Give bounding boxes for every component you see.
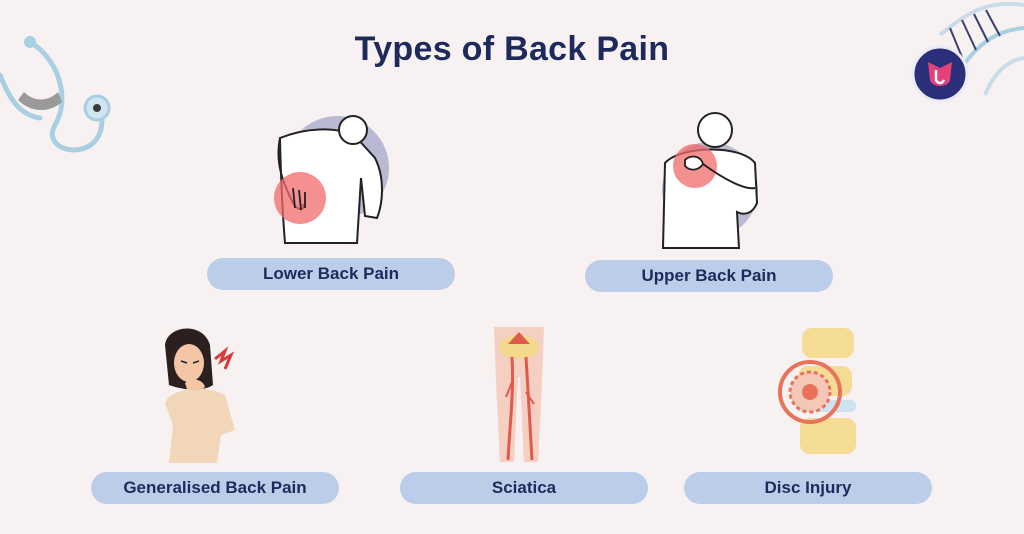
sciatica-illustration [494,327,544,462]
label-upper-back-pain: Upper Back Pain [585,260,833,292]
label-sciatica: Sciatica [400,472,648,504]
label-lower-back-pain: Lower Back Pain [207,258,455,290]
upper-back-pain-illustration [661,112,759,249]
page-title: Types of Back Pain [354,30,670,68]
lower-back-pain-illustration [274,115,389,244]
stethoscope-icon [0,36,111,153]
brand-logo-icon [911,45,969,103]
generalised-back-pain-illustration [165,328,235,463]
label-generalised-back-pain: Generalised Back Pain [91,472,339,504]
disc-injury-illustration [778,328,856,454]
label-disc-injury: Disc Injury [684,472,932,504]
